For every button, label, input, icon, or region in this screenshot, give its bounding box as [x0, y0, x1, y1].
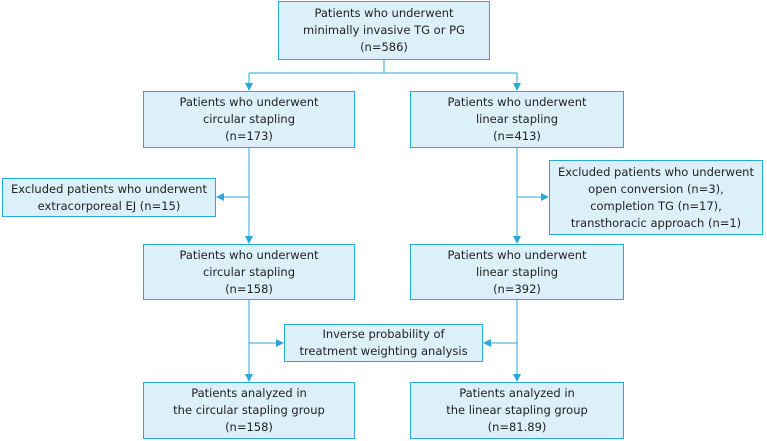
box-linear-3-line-1: Patients analyzed in	[459, 386, 575, 400]
box-circular-stapling-initial: Patients who underwent circular stapling…	[143, 91, 355, 148]
box-circular-analyzed: Patients analyzed in the circular stapli…	[143, 382, 355, 439]
box-circular-1-line-2: circular stapling	[202, 112, 296, 126]
box-excluded-circular: Excluded patients who underwent extracor…	[2, 178, 216, 217]
box-linear-1-line-2: linear stapling	[475, 112, 558, 126]
box-linear-1-line-1: Patients who underwent	[447, 95, 587, 109]
box-excluded-linear-line-2: open conversion (n=3),	[588, 181, 724, 196]
box-linear-2-line-1: Patients who underwent	[447, 247, 587, 262]
box-excluded-linear-line-1: Excluded patients who underwent	[558, 164, 754, 179]
box-all-patients-line-1: Patients who underwent	[314, 6, 454, 20]
box-all-patients: Patients who underwent minimally invasiv…	[278, 1, 490, 60]
box-iptw-line-1: Inverse probability of	[322, 327, 445, 341]
box-all-patients-line-3: (n=586)	[360, 40, 408, 54]
box-linear-3-line-2: the linear stapling group	[446, 403, 588, 417]
box-circular-3-line-3: (n=158)	[225, 420, 273, 434]
box-circular-3-line-2: the circular stapling group	[173, 403, 325, 417]
box-circular-1-line-1: Patients who underwent	[179, 95, 319, 109]
box-iptw-analysis: Inverse probability of treatment weighti…	[284, 324, 483, 362]
box-excluded-circular-line-1: Excluded patients who underwent	[11, 181, 207, 196]
box-linear-stapling-after-exclusion: Patients who underwent linear stapling (…	[410, 244, 624, 300]
box-circular-2-line-1: Patients who underwent	[179, 247, 319, 262]
box-excluded-circular-line-2: extracorporeal EJ (n=15)	[37, 198, 181, 213]
box-linear-analyzed: Patients analyzed in the linear stapling…	[410, 382, 624, 439]
box-circular-1-line-3: (n=173)	[225, 129, 273, 143]
box-linear-2-line-3: (n=392)	[493, 281, 541, 296]
box-excluded-linear-line-3: completion TG (n=17),	[590, 198, 722, 213]
box-linear-1-line-3: (n=413)	[493, 129, 541, 143]
box-circular-2-line-3: (n=158)	[225, 281, 273, 296]
box-circular-stapling-after-exclusion: Patients who underwent circular stapling…	[143, 244, 355, 300]
box-linear-stapling-initial: Patients who underwent linear stapling (…	[410, 91, 624, 148]
box-excluded-linear-line-4: transthoracic approach (n=1)	[570, 215, 742, 230]
box-linear-3-line-3: (n=81.89)	[487, 420, 547, 434]
box-all-patients-line-2: minimally invasive TG or PG	[303, 23, 465, 37]
box-circular-2-line-2: circular stapling	[202, 264, 296, 279]
box-excluded-linear: Excluded patients who underwent open con…	[549, 160, 763, 235]
box-circular-3-line-1: Patients analyzed in	[191, 386, 307, 400]
box-linear-2-line-2: linear stapling	[475, 264, 558, 279]
box-iptw-line-2: treatment weighting analysis	[299, 344, 468, 358]
